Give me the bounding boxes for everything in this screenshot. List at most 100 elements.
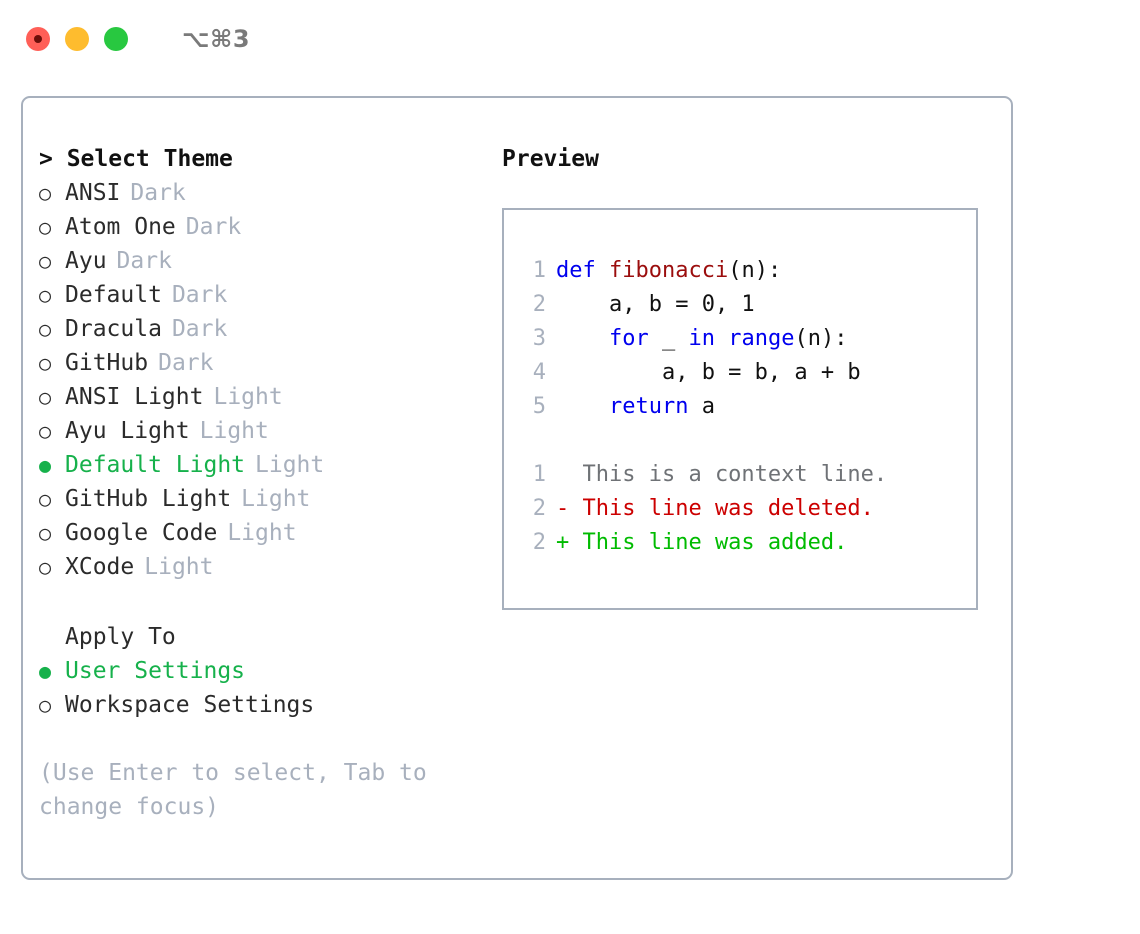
theme-option-ansi[interactable]: ○ ANSI Dark [39,176,489,210]
code-token-plain [556,394,609,419]
theme-option-default-light[interactable]: ● Default Light Light [39,448,489,482]
theme-option-label: Atom One [65,214,176,240]
theme-option-tag: Dark [116,248,172,274]
theme-option-tag: Dark [158,350,214,376]
theme-option-tag: Dark [130,180,186,206]
theme-option-label: Ayu Light [65,418,190,444]
radio-unselected-icon: ○ [39,487,52,511]
theme-option-default[interactable]: ○ Default Dark [39,278,489,312]
theme-option-tag: Light [227,520,297,546]
close-window-button[interactable] [26,27,50,51]
apply-to-option-workspace-settings[interactable]: ○Workspace Settings [39,688,489,722]
theme-option-label: Google Code [65,520,218,546]
diff-text: This is a context line. [556,462,888,487]
diff-text: - This line was deleted. [556,496,874,521]
theme-option-github-light[interactable]: ○ GitHub Light Light [39,482,489,516]
diff-line-deleted: 2 - This line was deleted. [516,492,976,526]
theme-option-label: Default Light [65,452,246,478]
traffic-lights [26,27,128,51]
apply-to-list: ● User Settings ○Workspace Settings [39,654,489,722]
theme-option-tag: Dark [171,282,228,308]
theme-option-label: ANSI [65,180,121,206]
theme-option-label: GitHub Light [65,486,232,512]
radio-unselected-icon: ○ [39,317,52,341]
code-token-plain: a, b = 0, 1 [556,292,755,317]
line-number: 1 [532,258,546,283]
theme-option-tag: Light [241,486,311,512]
code-token-kw: def [556,258,609,283]
theme-option-xcode[interactable]: ○ XCode Light [39,550,489,584]
line-number: 5 [532,394,546,419]
theme-option-tag: Light [255,452,325,478]
radio-unselected-icon: ○ [39,283,52,307]
radio-unselected-icon: ○ [39,215,52,239]
code-token-plain [556,326,609,351]
preview-heading: Preview [502,146,599,172]
code-token-fn: fibonacci [608,258,729,283]
code-token-kw: for [608,326,649,351]
theme-option-label: Dracula [65,316,162,342]
title-bar: ⌥⌘3 [0,0,1140,78]
radio-unselected-icon: ○ [39,181,52,205]
apply-to-option-label: Workspace Settings [65,692,315,718]
apply-to-option-label: User Settings [65,658,246,684]
diff-sample: 1 This is a context line. 2 - This line wa… [516,458,976,560]
radio-selected-icon: ● [39,659,52,683]
line-number: 2 [532,530,546,555]
code-line: 4 a, b = b, a + b [516,356,976,390]
radio-unselected-icon: ○ [39,419,52,443]
code-token-plain: a, b = b, a + b [556,360,861,385]
line-number: 2 [532,292,546,317]
line-number: 2 [532,496,546,521]
line-number: 3 [532,326,546,351]
radio-unselected-icon: ○ [39,555,52,579]
theme-option-tag: Light [199,418,269,444]
theme-option-label: Default [65,282,162,308]
select-theme-heading: > Select Theme [39,146,233,172]
diff-line-context: 1 This is a context line. [516,458,976,492]
diff-line-added: 2 + This line was added. [516,526,976,560]
theme-option-google-code[interactable]: ○ Google Code Light [39,516,489,550]
radio-unselected-icon: ○ [39,385,52,409]
diff-text: + This line was added. [556,530,848,555]
theme-option-label: GitHub [65,350,149,376]
code-token-plain: _ [648,326,689,351]
theme-option-github[interactable]: ○ GitHub Dark [39,346,489,380]
radio-selected-icon: ● [39,453,52,477]
code-line: 3 for _ in range(n): [516,322,976,356]
apply-to-option-user-settings[interactable]: ● User Settings [39,654,489,688]
code-text: for _ in range(n): [556,322,847,356]
theme-option-tag: Dark [171,316,228,342]
code-token-plain: a [688,394,715,419]
code-line: 5 return a [516,390,976,424]
radio-unselected-icon: ○ [39,351,52,375]
theme-option-label: Ayu [65,248,107,274]
radio-unselected-icon: ○ [39,521,52,545]
minimize-window-button[interactable] [65,27,89,51]
code-spacer [516,424,976,458]
theme-option-ayu-light[interactable]: ○ Ayu Light Light [39,414,489,448]
theme-option-tag: Light [144,554,214,580]
theme-option-label: XCode [65,554,135,580]
apply-to-section: Apply To ● User Settings ○Workspace Settin… [39,620,489,722]
theme-option-tag: Light [213,384,283,410]
code-line: 2 a, b = 0, 1 [516,288,976,322]
maximize-window-button[interactable] [104,27,128,51]
code-text: a, b = 0, 1 [556,288,755,322]
line-number: 1 [532,462,546,487]
theme-option-dracula[interactable]: ○ Dracula Dark [39,312,489,346]
apply-to-heading: Apply To [65,624,176,650]
window-shortcut-label: ⌥⌘3 [182,25,251,53]
line-number: 4 [532,360,546,385]
